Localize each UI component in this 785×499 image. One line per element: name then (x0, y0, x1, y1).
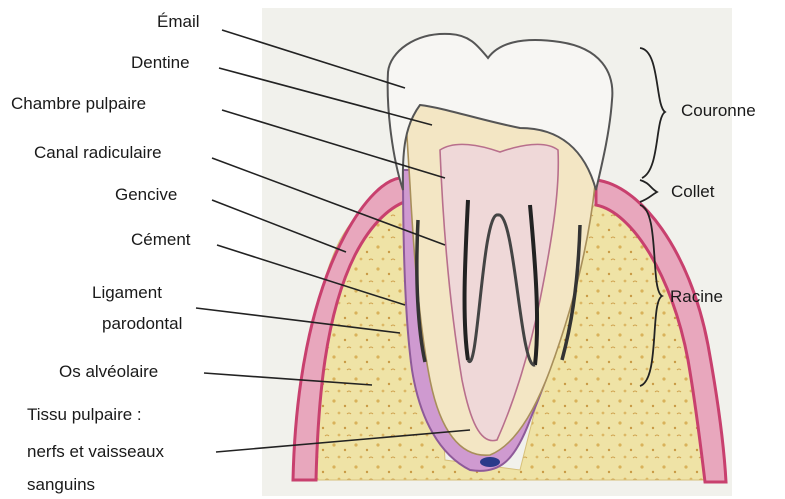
apex-foramen (480, 457, 500, 467)
label-cement: Cément (131, 230, 191, 250)
label-ligament-line1: Ligament (92, 283, 162, 303)
label-racine: Racine (670, 287, 723, 307)
label-canal-radiculaire: Canal radiculaire (34, 143, 162, 163)
label-gencive: Gencive (115, 185, 177, 205)
label-email: Émail (157, 12, 200, 32)
label-tissu-line1: Tissu pulpaire : (27, 405, 142, 425)
label-ligament-line2: parodontal (102, 314, 182, 334)
label-tissu-line3: sanguins (27, 475, 95, 495)
label-couronne: Couronne (681, 101, 756, 121)
label-collet: Collet (671, 182, 714, 202)
label-os-alveolaire: Os alvéolaire (59, 362, 158, 382)
label-chambre-pulpaire: Chambre pulpaire (11, 94, 146, 114)
label-tissu-line2: nerfs et vaisseaux (27, 442, 164, 462)
label-dentine: Dentine (131, 53, 190, 73)
